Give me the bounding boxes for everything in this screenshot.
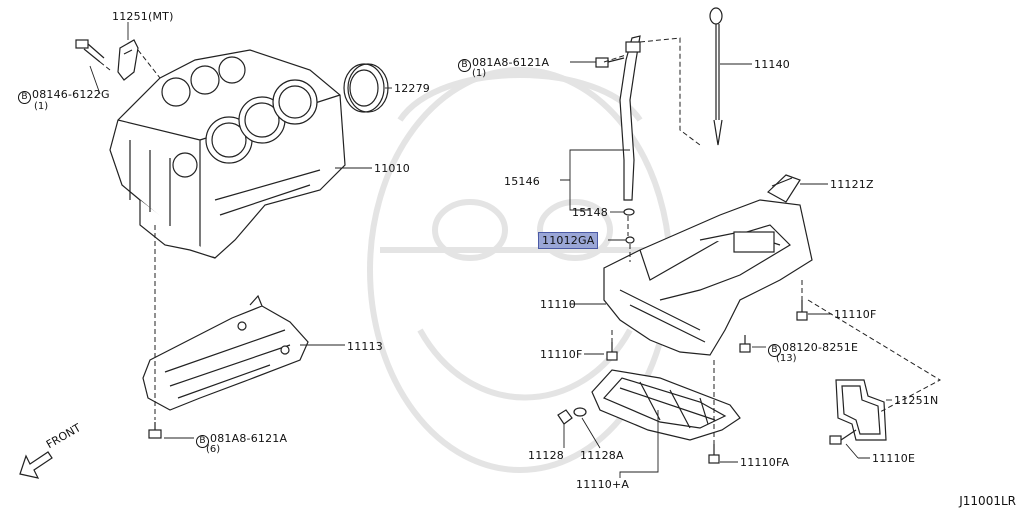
label-11251n: 11251N — [894, 394, 939, 407]
bolt-081A8-1 — [595, 57, 625, 68]
label-11110f-left: 11110F — [540, 348, 583, 361]
bolt-08120 — [739, 335, 751, 353]
label-11110f-right: 11110F — [834, 308, 877, 321]
guide-tube-15146 — [619, 35, 641, 201]
label-11140: 11140 — [754, 58, 790, 71]
bolt-081A8-6-number: 081A8-6121A — [210, 432, 288, 445]
front-arrow — [19, 451, 53, 479]
label-11128a: 11128A — [580, 449, 624, 462]
rear-plate-11251mt — [117, 39, 139, 81]
rear-plate-11251n — [835, 379, 887, 441]
washer-11012ga — [625, 236, 635, 244]
bolt-symbol: B — [196, 435, 209, 448]
washer-11128a — [573, 407, 587, 417]
label-11128: 11128 — [528, 449, 564, 462]
oil-seal-12279 — [343, 63, 389, 113]
oil-level-gauge-11140 — [709, 7, 723, 146]
bolt-08146-number: 08146-6122G — [32, 88, 110, 101]
bolt-08146 — [75, 39, 105, 63]
figure-code: J11001LR — [959, 494, 1016, 508]
bolt-081A8-6 — [148, 422, 162, 439]
qty-bolt-081A8-1: (1) — [472, 68, 487, 79]
bolt-11110f-right — [796, 300, 808, 321]
qty-bolt-08146: (1) — [34, 101, 49, 112]
label-11012ga-highlighted[interactable]: 11012GA — [538, 232, 599, 249]
bolt-11110f-left — [606, 342, 618, 361]
label-12279: 12279 — [394, 82, 430, 95]
label-11251mt: 11251(MT) — [112, 10, 174, 23]
label-11121z: 11121Z — [830, 178, 874, 191]
baffle-plate-11113 — [142, 294, 309, 411]
bolt-081A8-1-number: 081A8-6121A — [472, 56, 550, 69]
oil-pan-lower-11110a — [591, 369, 741, 441]
label-11110-plus-a: 11110+A — [576, 478, 630, 491]
dashed-guide-lines — [99, 37, 942, 444]
leader-lines — [89, 22, 892, 478]
drain-plug-11128 — [557, 409, 573, 425]
label-11110: 11110 — [540, 298, 576, 311]
bolt-symbol: B — [18, 91, 31, 104]
engine-block — [109, 49, 346, 259]
bolt-11110fa — [708, 444, 720, 464]
bolt-08120-number: 08120-8251E — [782, 341, 859, 354]
qty-bolt-081A8-6: (6) — [206, 444, 221, 455]
oil-pan-upper-11110 — [603, 199, 813, 356]
oil-filter-connector-11121z — [766, 174, 801, 203]
qty-bolt-08120: (13) — [776, 353, 797, 364]
bolt-symbol: B — [458, 59, 471, 72]
label-11110fa: 11110FA — [740, 456, 790, 469]
o-ring-15148 — [623, 208, 635, 216]
bolt-symbol: B — [768, 344, 781, 357]
label-15146: 15146 — [504, 175, 540, 188]
label-15148: 15148 — [572, 206, 608, 219]
bolt-11110e — [829, 429, 857, 445]
label-11113: 11113 — [347, 340, 383, 353]
label-11110e: 11110E — [872, 452, 916, 465]
label-11010: 11010 — [374, 162, 410, 175]
